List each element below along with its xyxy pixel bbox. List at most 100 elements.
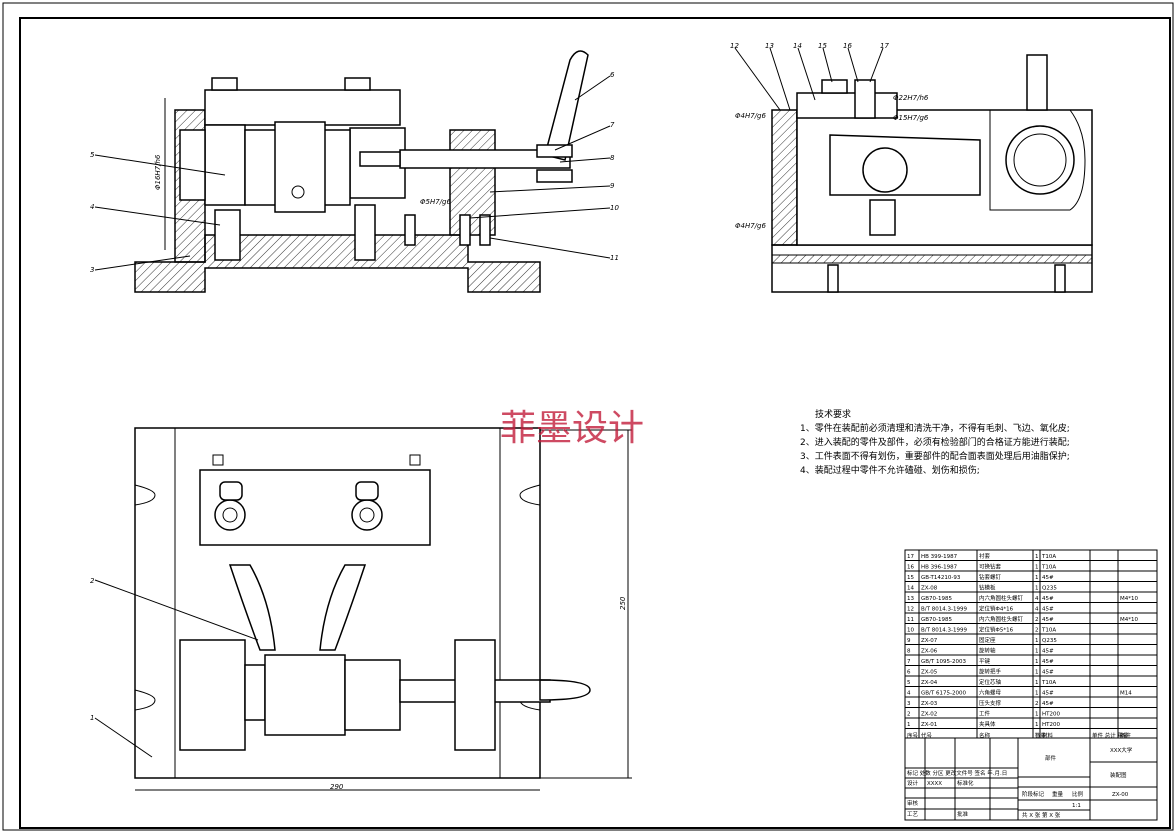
bom-cell: ZX-05 xyxy=(921,670,938,676)
dim-fit-15: Φ15H7/g6 xyxy=(893,114,929,122)
bom-header-cell: 名称 xyxy=(979,732,991,740)
scale-value: 1:1 xyxy=(1072,803,1081,809)
bom-cell: B/T 8014.3-1999 xyxy=(921,628,967,634)
bom-cell: Q235 xyxy=(1042,586,1057,592)
bom-header-cell: 材料 xyxy=(1042,732,1054,740)
bom-cell: 1 xyxy=(1035,638,1039,644)
bom-cell: T10A xyxy=(1041,680,1056,686)
bom-cell: 8 xyxy=(907,649,911,655)
designer-label: 设计 xyxy=(907,779,919,787)
bom-cell: 内六角圆柱头螺钉 xyxy=(979,615,1024,623)
bom-cell: 1 xyxy=(1035,649,1039,655)
bom-cell: 45# xyxy=(1042,617,1054,623)
approve-label: 批准 xyxy=(957,810,969,818)
bom-cell: 固定座 xyxy=(979,636,996,644)
tech-req-title: 技术要求 xyxy=(815,408,851,420)
bom-cell: Q235 xyxy=(1042,638,1057,644)
bom-cell: 钻套螺钉 xyxy=(979,573,1002,581)
process-label: 工艺 xyxy=(907,811,919,818)
callout-17: 17 xyxy=(880,42,889,50)
weight-label: 重量 xyxy=(1052,790,1064,798)
bom-header-cell: 序号 xyxy=(907,732,919,740)
callout-6: 6 xyxy=(610,71,615,79)
sheet-info: 共 X 张 第 X 张 xyxy=(1022,811,1061,819)
callout-15: 15 xyxy=(818,42,827,50)
bom-cell: 17 xyxy=(907,554,914,560)
callout-9: 9 xyxy=(610,182,615,190)
bom-cell: T10A xyxy=(1041,628,1056,634)
bom-cell: 45# xyxy=(1042,607,1054,613)
bom-cell: 45# xyxy=(1042,575,1054,581)
bom-cell: ZX-01 xyxy=(921,722,937,728)
drawing-number: ZX-00 xyxy=(1112,792,1129,798)
dim-fit-4-bottom: Φ4H7/g6 xyxy=(735,222,766,230)
std-label: 标准化 xyxy=(957,779,974,787)
bom-cell: 45# xyxy=(1042,596,1054,602)
bom-cell: 2 xyxy=(907,712,911,718)
bom-cell: 2 xyxy=(1035,701,1039,707)
bom-cell: 45# xyxy=(1042,659,1054,665)
bom-cell: 45# xyxy=(1042,670,1054,676)
bom-cell: 45# xyxy=(1042,649,1054,655)
bom-cell: 13 xyxy=(907,596,914,602)
watermark-text: 菲墨设计 xyxy=(500,408,644,449)
callout-12: 12 xyxy=(730,42,739,50)
bom-cell: 2 xyxy=(1035,628,1039,634)
callout-8: 8 xyxy=(610,154,615,162)
bom-cell: M4*10 xyxy=(1120,596,1138,602)
bom-cell: 9 xyxy=(907,638,911,644)
callout-5: 5 xyxy=(90,151,95,159)
bom-cell: 1 xyxy=(1035,712,1039,718)
bom-cell: 4 xyxy=(907,691,911,697)
inner-frame xyxy=(19,17,1171,829)
stage-label: 阶段标记 xyxy=(1022,790,1045,798)
front-view xyxy=(134,50,589,293)
bom-cell: T10A xyxy=(1041,554,1056,560)
bom-cell: HT200 xyxy=(1042,712,1060,718)
dim-fit-16: Φ16H7/h6 xyxy=(154,154,162,190)
bom-cell: 压头支撑 xyxy=(979,699,1002,707)
bom-cell: 内六角圆柱头螺钉 xyxy=(979,594,1024,602)
callout-7: 7 xyxy=(610,121,615,129)
plan-view xyxy=(134,427,632,791)
bom-cell: HT200 xyxy=(1042,722,1060,728)
bom-cell: ZX-04 xyxy=(921,680,938,686)
bom-cell: ZX-07 xyxy=(921,638,938,644)
plan-view-annotations: 2 1 290 250 xyxy=(90,577,627,791)
bom-cell: 45# xyxy=(1042,691,1054,697)
bom-cell: 旋转轴 xyxy=(979,647,996,655)
dim-height: 250 xyxy=(619,596,627,610)
callout-3: 3 xyxy=(90,266,94,274)
bom-cell: 1 xyxy=(1035,565,1039,571)
callout-16: 16 xyxy=(843,42,852,50)
bom-cell: 夹具体 xyxy=(979,720,996,728)
bom-cell: GB/T 1095-2003 xyxy=(921,659,966,665)
bom-cell: 1 xyxy=(907,722,911,728)
bom-cell: 5 xyxy=(907,680,911,686)
review-label: 审核 xyxy=(907,799,919,807)
school-name: XXX大学 xyxy=(1110,746,1133,754)
bom-cell: 12 xyxy=(907,607,914,613)
bom-cell: ZX-06 xyxy=(921,649,938,655)
bom-cell: 可换钻套 xyxy=(979,563,1002,571)
bom-cell: GB/T 6175-2000 xyxy=(921,691,966,697)
bom-cell: 11 xyxy=(907,617,914,623)
callout-10: 10 xyxy=(610,204,619,212)
callout-11: 11 xyxy=(610,254,619,262)
part-label: 部件 xyxy=(1045,754,1057,762)
bom-cell: 10 xyxy=(907,628,914,634)
tech-req-item-1: 1、零件在装配前必须清理和清洗干净，不得有毛刺、飞边、氧化皮; xyxy=(800,422,1070,434)
bom-cell: B/T 8014.3-1999 xyxy=(921,607,967,613)
bom-cell: HB 396-1987 xyxy=(921,565,958,571)
tech-req-item-2: 2、进入装配的零件及部件，必须有检验部门的合格证方能进行装配; xyxy=(800,436,1070,448)
bom-cell: 1 xyxy=(1035,691,1039,697)
drawing-name: 装配图 xyxy=(1110,771,1127,779)
callout-4: 4 xyxy=(90,203,94,211)
bom-cell: 衬套 xyxy=(979,552,991,560)
tech-req-item-4: 4、装配过程中零件不允许磕碰、划伤和损伤; xyxy=(800,464,980,476)
bom-cell: 平键 xyxy=(979,657,991,665)
bom-header-cell: 数量 xyxy=(1035,732,1047,740)
callout-2: 2 xyxy=(90,577,95,585)
